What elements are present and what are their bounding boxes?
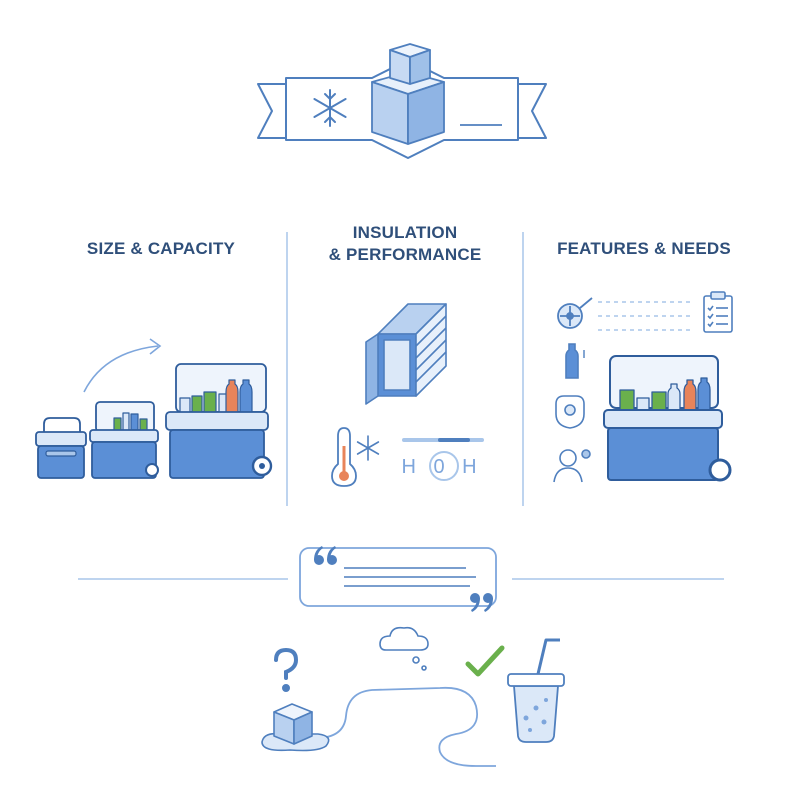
quote-box bbox=[299, 547, 497, 607]
drink-cup-icon bbox=[507, 638, 565, 743]
quote-lines bbox=[344, 567, 476, 587]
heading-line: FEATURES & NEEDS bbox=[557, 239, 731, 258]
quote-close-icon bbox=[470, 593, 493, 612]
large-cooler bbox=[165, 363, 273, 479]
gauge-text: H 0 H bbox=[401, 456, 482, 478]
column-heading-features: FEATURES & NEEDS bbox=[532, 238, 756, 260]
column-heading-insulation: INSULATION & PERFORMANCE bbox=[300, 222, 510, 266]
featured-cooler bbox=[603, 355, 732, 482]
small-cooler bbox=[35, 417, 87, 479]
ice-cube-icon bbox=[371, 43, 445, 145]
heading-line: SIZE & CAPACITY bbox=[86, 239, 236, 258]
quote-open-icon bbox=[314, 546, 337, 565]
feature-dash-lines bbox=[598, 301, 690, 331]
journey-path bbox=[315, 686, 496, 767]
bottle-icon bbox=[565, 343, 585, 379]
melting-ice-cube-icon bbox=[261, 703, 330, 752]
wheel-icon bbox=[557, 297, 593, 329]
thermometer-icon bbox=[331, 427, 357, 487]
growth-arrow-head bbox=[149, 338, 162, 355]
checkmark-icon bbox=[465, 645, 505, 677]
heading-line: INSULATION bbox=[352, 223, 458, 242]
clipboard-icon bbox=[703, 291, 733, 333]
snowflake-icon bbox=[313, 89, 347, 127]
column-heading-size: SIZE & CAPACITY bbox=[68, 238, 254, 260]
medium-cooler bbox=[89, 401, 159, 479]
insulation-layers-icon bbox=[365, 303, 447, 405]
bottle-opener-icon bbox=[555, 395, 585, 429]
cloud-icon bbox=[379, 626, 429, 671]
person-icon bbox=[553, 449, 591, 483]
question-mark-icon bbox=[274, 647, 299, 692]
performance-gauge: H 0 H bbox=[401, 438, 484, 481]
snowflake-icon bbox=[356, 435, 380, 461]
heading-line: & PERFORMANCE bbox=[328, 245, 482, 264]
growth-arrow bbox=[83, 345, 159, 393]
